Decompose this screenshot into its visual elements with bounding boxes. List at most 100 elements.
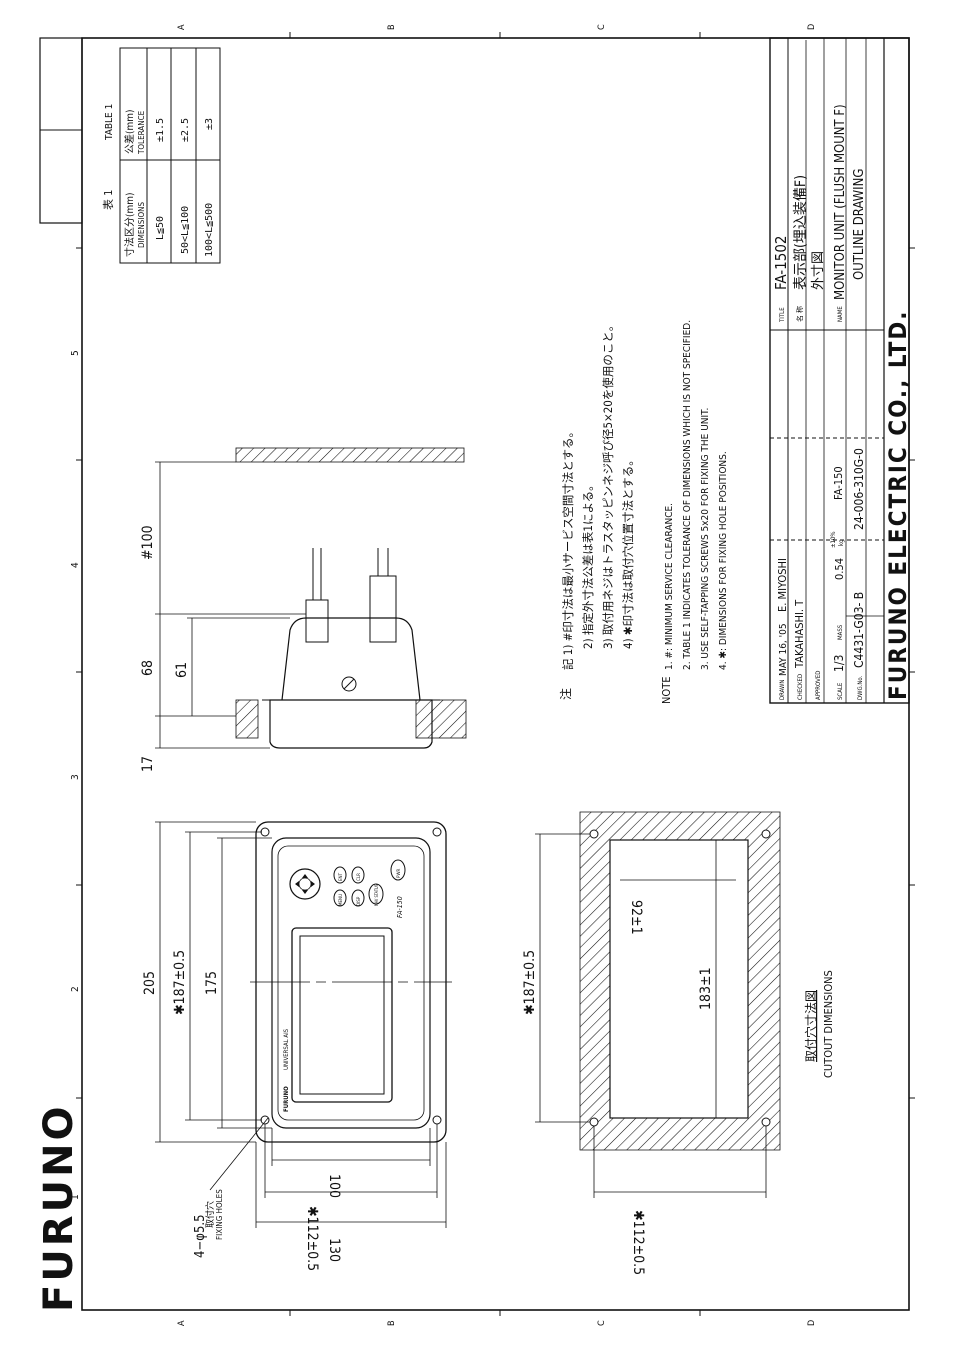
grid-row-a-top: A: [177, 24, 187, 30]
notes-jp-2: 2) 指定外寸法公差は表1による。: [581, 479, 595, 649]
tb-mass-tol: ±10%: [830, 531, 837, 548]
key-clr: [351, 866, 365, 884]
key-clr-label: CLR: [356, 873, 362, 881]
title-block: [769, 37, 910, 704]
key-pwr: [390, 859, 406, 881]
cutout-hole-2: [761, 829, 771, 839]
notes-en-label: NOTE: [660, 677, 673, 704]
side-unit-housing: [281, 617, 421, 701]
key-pwr-label: PWR: [396, 869, 402, 878]
cutout-dim-183: 183±1: [698, 967, 714, 1010]
tb-approved-label: APPROVED: [815, 671, 822, 700]
tb-checked-name: TAKAHASHI. T: [793, 599, 806, 669]
table1-caption-jp: 表 1: [101, 190, 115, 210]
front-brand-label: FURUNO: [283, 1086, 290, 1112]
table1-head-tol-jp: 公差(mm): [123, 109, 136, 154]
table1-head-dim-en: DIMENSIONS: [137, 201, 146, 248]
key-disp: [351, 889, 365, 907]
tb-dwg-value: C4431-G03- B: [852, 592, 866, 668]
tb-checked-label: CHECKED: [797, 674, 804, 700]
cutout-opening: [609, 839, 749, 1119]
table1-row3-tol: ±3: [204, 118, 215, 130]
display-screen: [291, 927, 393, 1103]
fixing-holes-jp: 取付穴: [204, 1201, 216, 1228]
tb-drawn-date: MAY 16, '05: [778, 623, 789, 676]
grid-row-a-bottom: A: [177, 1320, 187, 1326]
cutout-title-jp: 取付穴寸法図: [803, 990, 818, 1062]
side-dim-100: #100: [140, 525, 156, 560]
tb-name-label: NAME: [837, 306, 844, 322]
grid-col-2: 2: [70, 986, 81, 992]
tb-scale-value: 1/3: [832, 655, 846, 672]
side-wall-upper-left: [235, 699, 259, 739]
front-view: FURUNO UNIVERSAL AIS MENU ENT DISP CLR N…: [250, 821, 452, 1143]
grid-row-b-top: B: [387, 24, 397, 30]
side-connector-1: [305, 599, 329, 643]
side-screw-icon: [341, 676, 357, 692]
front-dimensions: [155, 821, 447, 1228]
side-wall-lower-left: [415, 699, 467, 739]
table1-row2-tol: ±2.5: [180, 118, 191, 142]
key-ent-label: ENT: [338, 872, 344, 881]
cutout-dim-187: ✱187±0.5: [522, 950, 538, 1015]
grid-row-c-top: C: [597, 24, 607, 30]
key-menu: [333, 889, 347, 907]
key-nav-status: [368, 883, 384, 905]
front-dim-205: 205: [142, 971, 158, 995]
display-screen-inner: [299, 935, 385, 1095]
side-wall-top-clearance: [235, 447, 465, 463]
fa150-panel-label: FA-150: [396, 896, 404, 918]
key-nav-status-label: NAV STATUS: [374, 883, 379, 906]
fixing-hole-2: [432, 827, 442, 837]
grid-row-d-top: D: [807, 24, 817, 30]
front-dim-130: 130: [326, 1238, 342, 1262]
tb-name-en-1: MONITOR UNIT (FLUSH MOUNT F): [833, 104, 848, 300]
side-dimensions: [155, 461, 306, 749]
notes-jp-3: 3) 取付用ネジはトラスタッピンネジ呼び径5×20を使用のこと。: [601, 320, 615, 649]
notes-jp-4: 4) ✱印寸法は取付穴位置寸法とする。: [621, 454, 635, 649]
grid-col-5: 5: [70, 350, 81, 356]
table1-row3-dim: 100<L≦500: [204, 203, 215, 257]
front-bezel: [271, 837, 431, 1129]
tb-title-label: TITLE: [779, 307, 786, 323]
tb-name-jp-label: 名 称: [795, 306, 804, 322]
front-bezel-inner: [277, 845, 425, 1121]
tb-drawn-label: DRAWN: [779, 680, 786, 700]
fixing-hole-3: [260, 1115, 270, 1125]
key-ent: [333, 866, 347, 884]
fixing-hole-1: [260, 827, 270, 837]
cutout-hole-1: [589, 829, 599, 839]
notes-jp-1: 記 1) #印寸法は最小サービス空間寸法とする。: [561, 426, 575, 670]
tolerance-table: 表 1 TABLE 1 寸法区分(mm) DIMENSIONS 公差(mm) T…: [101, 47, 221, 264]
cursor-pad-icon: [289, 868, 321, 900]
tb-scale-label: SCALE: [837, 682, 844, 700]
tb-mass-value: 0.54: [833, 558, 846, 580]
side-unit-body: [269, 699, 433, 749]
tb-name-jp-1: 表示部(埋込装備F): [793, 175, 809, 290]
table1-head-dim-jp: 寸法区分(mm): [123, 192, 136, 257]
side-dim-17: 17: [140, 756, 156, 772]
notes-jp-label: 注: [558, 688, 573, 700]
side-dim-61: 61: [174, 662, 190, 678]
tb-dwg-label: DWG.No.: [857, 675, 864, 700]
fixing-holes-dim: 4−φ5.5: [193, 1214, 208, 1258]
tb-name-en-2: OUTLINE DRAWING: [852, 169, 867, 280]
table1-head-tol-en: TOLERANCE: [137, 110, 146, 155]
notes-en-3: 3. USE SELF-TAPPING SCREWS 5x20 FOR FIXI…: [700, 408, 711, 670]
cutout-dimensions: [535, 833, 767, 1198]
grid-col-1: 1: [70, 1194, 81, 1200]
key-disp-label: DISP: [356, 896, 362, 906]
side-view: [235, 447, 467, 749]
grid-row-d-bottom: D: [807, 1320, 817, 1326]
table1-row2-dim: 50<L≦100: [180, 206, 191, 254]
front-model-label: UNIVERSAL AIS: [283, 1028, 290, 1070]
grid-row-b-bottom: B: [387, 1320, 397, 1326]
grid-row-c-bottom: C: [597, 1320, 607, 1326]
table1-row1-dim: L≦50: [155, 216, 166, 240]
notes-en-2: 2. TABLE 1 INDICATES TOLERANCE OF DIMENS…: [682, 320, 693, 670]
tb-mass-unit: kg: [838, 539, 845, 546]
notes-en-1: 1. #: MINIMUM SERVICE CLEARANCE.: [664, 503, 675, 670]
grid-col-4: 4: [70, 562, 81, 568]
table1-row1-tol: ±1.5: [155, 118, 166, 142]
